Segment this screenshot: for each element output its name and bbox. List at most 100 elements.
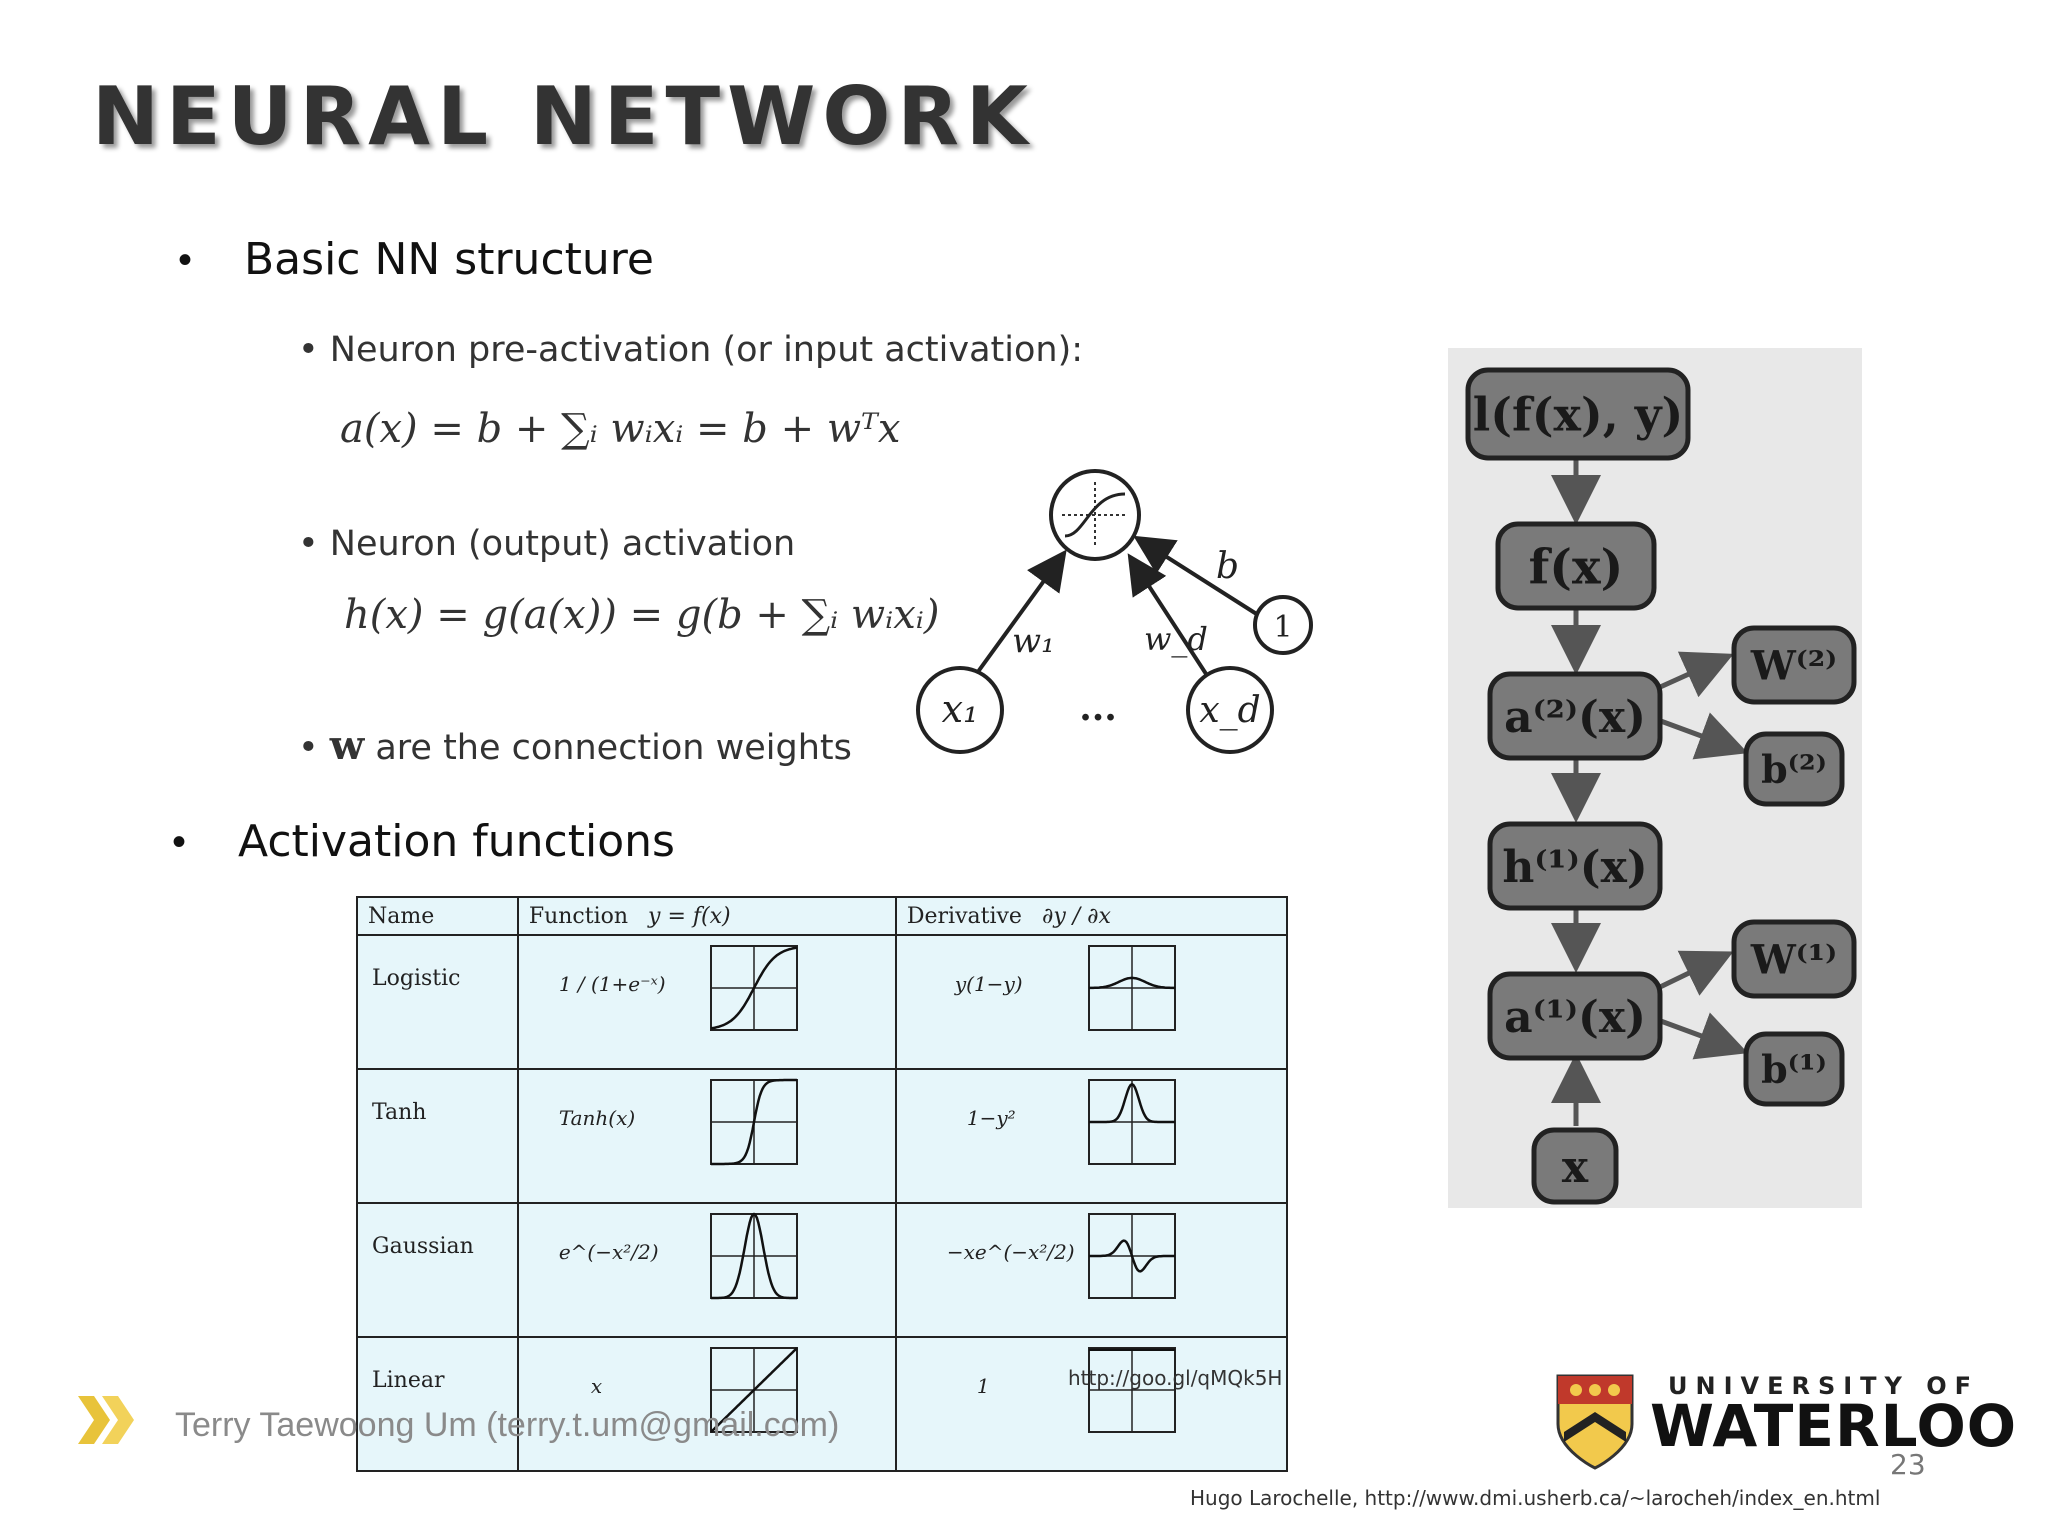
- chevron-logo-icon: [78, 1396, 134, 1444]
- input-node-first-label: x₁: [942, 687, 979, 731]
- bias-node-label: 1: [1273, 610, 1292, 645]
- plot-curve: [710, 1078, 797, 1166]
- derivative-expr: y(1−y): [954, 972, 1023, 996]
- node-a2-label: a⁽²⁾(x): [1504, 692, 1646, 743]
- node-b2-label: b⁽²⁾: [1761, 747, 1827, 792]
- node-a1-label: a⁽¹⁾(x): [1504, 992, 1646, 1043]
- table-row: Tanh Tanh(x) 1−y²: [356, 1068, 1289, 1204]
- waterloo-crest-icon: [1556, 1374, 1634, 1470]
- input-node-last: [1186, 666, 1274, 754]
- edge-a1-W1: [1656, 950, 1734, 996]
- logo-university-of: UNIVERSITY OF: [1668, 1372, 1980, 1400]
- neuron-diagram: x₁ x_d 1 ... w₁ w_d b: [916, 469, 1313, 754]
- node-W2-label: W⁽²⁾: [1750, 642, 1837, 689]
- plot-curve: [709, 1347, 798, 1433]
- node-W1: W⁽¹⁾: [1731, 919, 1857, 999]
- weight-last-label: w_d: [1144, 620, 1208, 658]
- header-name: Name: [356, 896, 519, 936]
- plot-curve: [1088, 1082, 1175, 1124]
- row-name: Gaussian: [356, 1202, 519, 1338]
- header-derivative: Derivative∂y / ∂x: [894, 896, 1289, 936]
- row-derivative-cell: 1: [894, 1336, 1289, 1472]
- computation-graph: l(f(x), y) f(x) a⁽²⁾(x) W⁽²⁾ b⁽²⁾ h⁽¹⁾(x) a⁽¹⁾…: [1448, 348, 1862, 1208]
- plot-curve: [710, 946, 797, 1030]
- bullet-dot: •: [172, 820, 187, 864]
- function-plot: [709, 945, 798, 1031]
- node-W1-label: W⁽¹⁾: [1750, 936, 1837, 983]
- node-x: x: [1531, 1127, 1619, 1205]
- node-h1-label: h⁽¹⁾(x): [1502, 842, 1647, 893]
- derivative-plot: [1087, 1213, 1176, 1299]
- row-derivative-cell: −xe^(−x²/2): [894, 1202, 1289, 1338]
- source-link[interactable]: http://goo.gl/qMQk5H: [1068, 1366, 1283, 1390]
- bias-label: b: [1216, 546, 1239, 587]
- row-derivative-cell: y(1−y): [894, 934, 1289, 1070]
- edge-w1: [970, 549, 1067, 682]
- derivative-plot: [1087, 1079, 1176, 1165]
- function-plot: [709, 1078, 798, 1166]
- input-node-first: [916, 666, 1004, 754]
- logo-waterloo: WATERLOO: [1650, 1392, 2018, 1460]
- row-function-cell: Tanh(x): [516, 1068, 897, 1204]
- node-a1: a⁽¹⁾(x): [1487, 971, 1663, 1061]
- row-name: Linear: [356, 1336, 519, 1472]
- edge-wd: [1127, 553, 1212, 682]
- slide-title: NEURAL NETWORK: [92, 70, 1035, 163]
- node-x-label: x: [1562, 1142, 1589, 1193]
- output-activation-formula: h(x) = g(a(x)) = g(b + ∑ᵢ wᵢxᵢ): [344, 592, 940, 638]
- node-loss-label: l(f(x), y): [1473, 388, 1684, 442]
- node-b1: b⁽¹⁾: [1743, 1031, 1845, 1107]
- citation: Hugo Larochelle, http://www.dmi.usherb.c…: [1190, 1486, 1881, 1510]
- function-plot: [709, 1212, 798, 1300]
- node-loss: l(f(x), y): [1465, 367, 1691, 461]
- node-W2: W⁽²⁾: [1731, 625, 1857, 705]
- bullet-dot: •: [178, 238, 193, 282]
- node-b1-label: b⁽¹⁾: [1761, 1047, 1827, 1092]
- function-expr: Tanh(x): [558, 1106, 636, 1130]
- row-derivative-cell: 1−y²: [894, 1068, 1289, 1204]
- edge-a2-b2: [1657, 712, 1749, 760]
- function-expr: 1 / (1+e⁻ˣ): [558, 972, 666, 996]
- edge-bias: [1133, 535, 1268, 622]
- output-neuron-node: [1049, 469, 1141, 561]
- row-name: Tanh: [356, 1068, 519, 1204]
- plot-curve: [1088, 1239, 1175, 1273]
- weights-note: • w are the connection weights: [298, 722, 852, 769]
- function-expr: x: [590, 1374, 603, 1398]
- bullet-activation-functions: Activation functions: [238, 816, 675, 867]
- page-number: 23: [1890, 1448, 1926, 1481]
- output-activation-label: • Neuron (output) activation: [298, 524, 796, 564]
- node-f: f(x): [1495, 521, 1657, 611]
- derivative-plot: [1087, 945, 1176, 1031]
- row-function-cell: 1 / (1+e⁻ˣ): [516, 934, 897, 1070]
- row-function-cell: e^(−x²/2): [516, 1202, 897, 1338]
- plot-curve: [710, 1212, 797, 1300]
- author-credit: Terry Taewoong Um (terry.t.um@gmail.com): [175, 1406, 840, 1444]
- ellipsis: ...: [1079, 687, 1117, 729]
- input-node-last-label: x_d: [1199, 690, 1260, 731]
- node-f-label: f(x): [1529, 539, 1624, 595]
- function-plot: [709, 1347, 798, 1433]
- pre-activation-formula: a(x) = b + ∑ᵢ wᵢxᵢ = b + wᵀx: [340, 406, 901, 452]
- table-row: Gaussian e^(−x²/2) −xe^(−x²/2): [356, 1202, 1289, 1338]
- function-expr: e^(−x²/2): [558, 1240, 659, 1264]
- table-row: Linear x 1: [356, 1336, 1289, 1472]
- derivative-expr: 1−y²: [966, 1106, 1016, 1130]
- derivative-plot: [1087, 1347, 1176, 1433]
- edge-a2-W2: [1656, 651, 1734, 698]
- table-row: Logistic 1 / (1+e⁻ˣ) y(1−y): [356, 934, 1289, 1070]
- node-b2: b⁽²⁾: [1743, 731, 1845, 807]
- plot-curve: [1088, 976, 1175, 990]
- node-a2: a⁽²⁾(x): [1487, 671, 1663, 761]
- bullet-basic-nn: Basic NN structure: [244, 234, 654, 285]
- sigmoid-icon: [1064, 492, 1126, 538]
- derivative-expr: 1: [976, 1374, 990, 1398]
- bias-node: [1253, 595, 1313, 655]
- pre-activation-label: • Neuron pre-activation (or input activa…: [298, 330, 1084, 370]
- row-name: Logistic: [356, 934, 519, 1070]
- node-h1: h⁽¹⁾(x): [1487, 821, 1663, 911]
- weight-first-label: w₁: [1012, 621, 1055, 661]
